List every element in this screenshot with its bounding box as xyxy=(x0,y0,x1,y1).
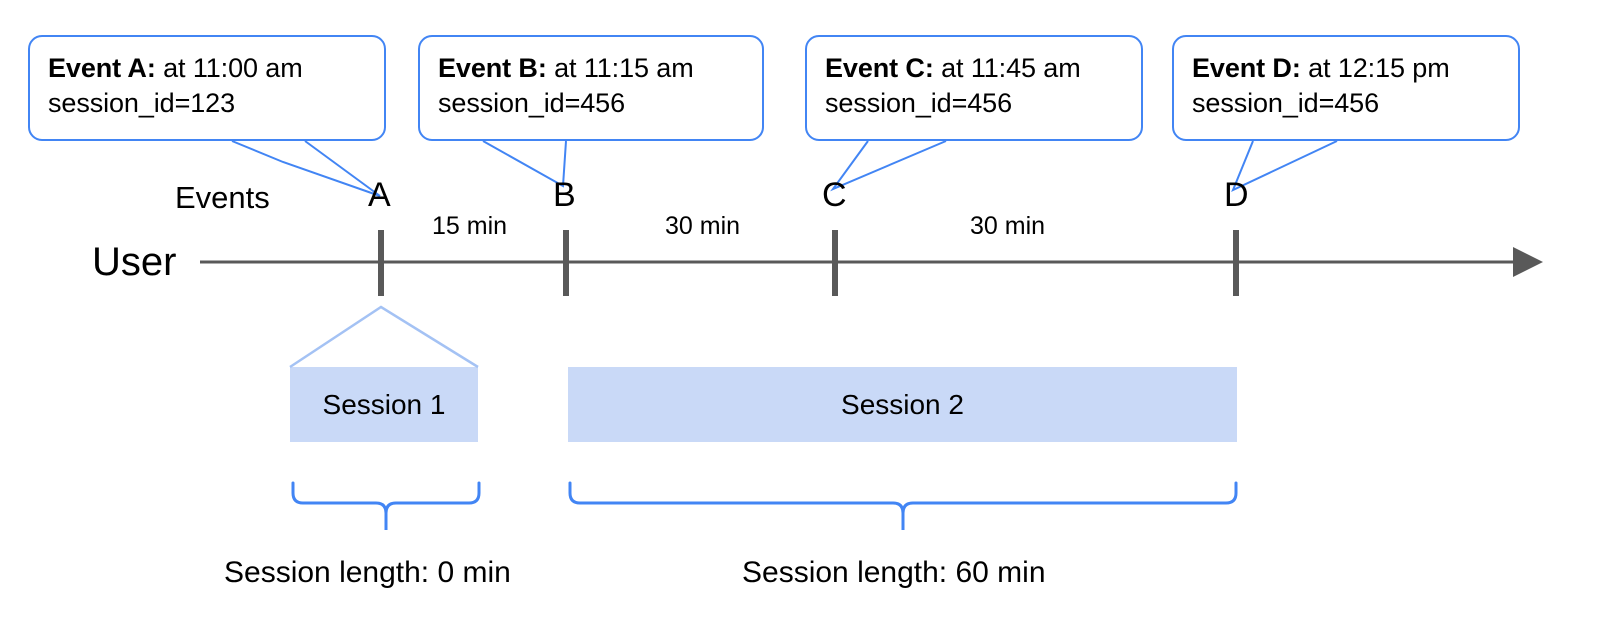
callout-tail-d xyxy=(1231,140,1338,192)
callout-event-d: Event D: at 12:15 pm session_id=456 xyxy=(1172,35,1520,141)
event-marker-label-a: A xyxy=(368,176,391,214)
gap-label-a-b: 15 min xyxy=(432,212,508,240)
gap-label-c-d: 30 min xyxy=(970,212,1046,240)
session-2-label: Session 2 xyxy=(841,388,964,420)
session-box-2: Session 2 xyxy=(568,367,1237,442)
session-1-brace xyxy=(291,481,481,530)
session-1-label: Session 1 xyxy=(322,388,446,420)
callout-c-session: session_id=456 xyxy=(825,88,1012,119)
callout-tail-a xyxy=(231,140,381,197)
gap-label-b-c: 30 min xyxy=(665,212,741,240)
user-axis-label: User xyxy=(92,240,177,284)
callout-event-b: Event B: at 11:15 am session_id=456 xyxy=(418,35,764,141)
callout-c-time: at 11:45 am xyxy=(933,53,1081,83)
callout-d-title: Event D: xyxy=(1192,53,1301,83)
callout-event-c: Event C: at 11:45 am session_id=456 xyxy=(805,35,1143,141)
session-2-length-label: Session length: 60 min xyxy=(742,556,1046,589)
session-1-length-label: Session length: 0 min xyxy=(224,556,511,589)
event-marker-label-c: C xyxy=(822,176,847,214)
event-marker-label-b: B xyxy=(553,176,576,214)
session-2-brace xyxy=(568,481,1238,530)
callout-a-title: Event A: xyxy=(48,53,156,83)
callout-b-session: session_id=456 xyxy=(438,88,625,119)
events-row-label: Events xyxy=(175,180,270,215)
callout-d-time: at 12:15 pm xyxy=(1300,53,1450,83)
callout-a-time: at 11:00 am xyxy=(155,53,303,83)
callout-c-title: Event C: xyxy=(825,53,934,83)
callout-d-session: session_id=456 xyxy=(1192,88,1379,119)
callout-tail-c xyxy=(830,140,947,192)
callout-event-a: Event A: at 11:00 am session_id=123 xyxy=(28,35,386,141)
callout-tail-b xyxy=(482,140,567,188)
event-marker-label-d: D xyxy=(1224,176,1249,214)
callout-a-session: session_id=123 xyxy=(48,88,235,119)
callout-b-title: Event B: xyxy=(438,53,547,83)
callout-b-time: at 11:15 am xyxy=(546,53,694,83)
session-1-funnel xyxy=(289,305,479,369)
session-box-1: Session 1 xyxy=(290,367,478,442)
